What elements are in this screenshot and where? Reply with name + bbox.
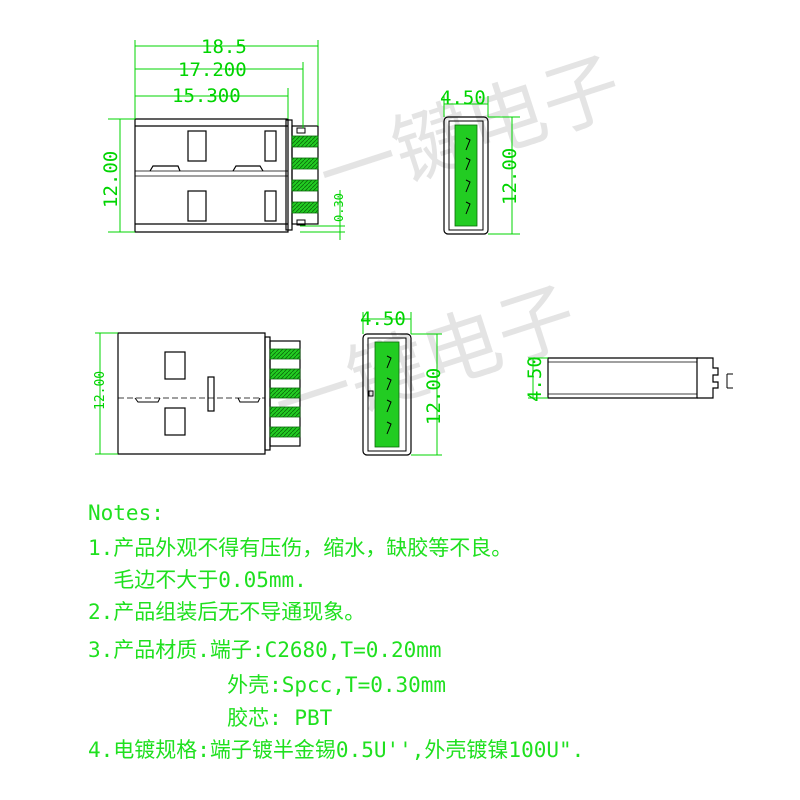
dim-width-bottom: 12.00 [93,371,108,410]
note-1-continued: 毛边不大于0.05mm. [88,568,307,592]
top-view-contacts [291,135,319,214]
dim-overall-length: 18.5 [201,36,247,58]
bottom-end-insert [367,337,407,452]
bottom-view-shell [117,332,266,455]
dim-width-top: 12.00 [100,151,122,208]
top-end-insert [448,120,484,231]
note-2: 2.产品组装后无不导通现象。 [88,600,366,624]
bottom-contact-2 [269,368,301,380]
top-contact-2 [291,157,319,170]
bottom-view-dimensions [95,332,118,455]
dim-side-thickness: 4.50 [524,356,546,402]
top-latch-left [149,165,181,172]
dim-end-width-bottom: 12.00 [423,368,445,425]
top-contact-4 [291,201,319,214]
note-3-shell: 外壳:Spcc,T=0.30mm [88,673,447,697]
dim-end-thickness-bottom: 4.50 [360,308,406,330]
dim-tongue-gap: 0.30 [332,193,346,222]
top-end-view: 4.50 12.00 [440,87,521,235]
side-view-dimensions [528,357,548,399]
bottom-contact-5 [269,426,301,438]
bottom-latch-right [237,397,261,403]
side-view-shell [547,357,698,399]
notes-title: Notes: [88,501,164,525]
top-end-tongue [454,124,478,227]
note-3: 3.产品材质.端子:C2680,T=0.20mm [88,638,442,662]
top-end-shell [443,116,489,235]
top-window-4 [264,190,277,222]
note-3-insulator: 胶芯: PBT [88,706,333,730]
bottom-window-2 [164,407,186,436]
bottom-contact-1 [269,348,301,360]
dim-shell-length: 15.300 [172,85,241,107]
top-tab-upper [296,127,306,134]
top-contact-1 [291,135,319,148]
bottom-latch-left [134,397,161,403]
top-window-3 [187,190,207,222]
top-tab-lower [296,219,306,226]
technical-drawing: 一键电子 一键电子 [93,36,733,456]
top-window-1 [187,130,207,162]
top-contact-3 [291,179,319,192]
top-view [134,118,319,233]
top-window-2 [264,130,277,162]
side-view [547,357,733,399]
side-view-front [697,357,719,399]
bottom-slot [207,376,215,412]
note-1: 1.产品外观不得有压伤，缩水，缺胶等不良。 [88,536,513,560]
top-view-dimensions [108,40,345,240]
bottom-window-1 [164,351,186,380]
bottom-contact-4 [269,406,301,418]
dim-end-width-top: 12.00 [499,148,521,205]
bottom-view-flange [264,336,271,451]
top-view-flange [285,119,293,231]
bottom-contact-3 [269,387,301,399]
dim-contact-length: 17.200 [178,59,247,81]
bottom-end-view: 4.50 12.00 [360,308,445,456]
dim-end-thickness-top: 4.50 [440,87,486,109]
bottom-end-tongue [374,341,400,448]
bottom-view-contacts [269,348,301,438]
note-4: 4.电镀规格:端子镀半金锡0.5U'',外壳镀镍100U". [88,738,585,762]
bottom-end-shell [362,333,412,456]
top-latch-right [232,165,264,172]
